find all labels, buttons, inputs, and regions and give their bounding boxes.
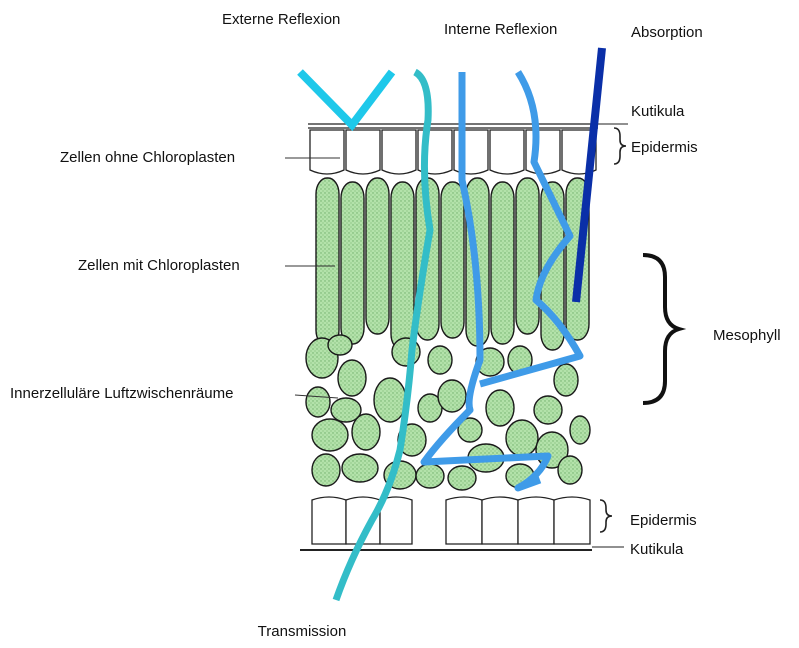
lower-epidermis-cell bbox=[554, 497, 590, 544]
palisade-cell bbox=[491, 182, 514, 344]
epidermis-bottom-brace bbox=[600, 500, 612, 532]
palisade-cell bbox=[441, 182, 464, 338]
upper-epidermis bbox=[310, 130, 596, 174]
label-external-reflection: Externe Reflexion bbox=[222, 11, 340, 29]
spongy-cell bbox=[554, 364, 578, 396]
spongy-cell bbox=[570, 416, 590, 444]
palisade-cell bbox=[516, 178, 539, 334]
spongy-cell bbox=[342, 454, 378, 482]
label-mesophyll: Mesophyll bbox=[713, 327, 781, 345]
spongy-cell bbox=[352, 414, 380, 450]
epidermis-top-brace bbox=[614, 128, 626, 164]
palisade-cell bbox=[391, 182, 414, 350]
epidermis-cell bbox=[346, 130, 380, 174]
label-cuticle-top: Kutikula bbox=[631, 103, 684, 121]
epidermis-cell bbox=[310, 130, 344, 174]
label-epidermis-top: Epidermis bbox=[631, 139, 698, 157]
spongy-cell bbox=[374, 378, 406, 422]
spongy-cell bbox=[448, 466, 476, 490]
spongy-cell bbox=[428, 346, 452, 374]
spongy-mesophyll bbox=[306, 335, 590, 490]
spongy-cell bbox=[486, 390, 514, 426]
epidermis-cell bbox=[382, 130, 416, 174]
spongy-cell bbox=[416, 464, 444, 488]
external-reflection-ray bbox=[300, 72, 392, 125]
label-cells-without-chloroplasts: Zellen ohne Chloroplasten bbox=[60, 149, 235, 167]
label-cuticle-bottom: Kutikula bbox=[630, 541, 683, 559]
label-transmission: Transmission bbox=[258, 623, 347, 641]
spongy-cell bbox=[558, 456, 582, 484]
spongy-cell bbox=[328, 335, 352, 355]
lower-cuticle bbox=[300, 547, 624, 550]
label-absorption: Absorption bbox=[631, 24, 703, 42]
lower-epidermis bbox=[312, 497, 590, 544]
lower-epidermis-cell bbox=[482, 497, 518, 544]
label-epidermis-bottom: Epidermis bbox=[630, 512, 697, 530]
external-reflection-path bbox=[300, 72, 392, 125]
palisade-cell bbox=[316, 178, 339, 346]
epidermis-cell bbox=[490, 130, 524, 174]
mesophyll-brace bbox=[643, 255, 679, 403]
spongy-cell bbox=[338, 360, 366, 396]
label-cells-with-chloroplasts: Zellen mit Chloroplasten bbox=[78, 257, 240, 275]
label-internal-reflection: Interne Reflexion bbox=[444, 21, 557, 39]
spongy-cell bbox=[306, 387, 330, 417]
spongy-cell bbox=[506, 420, 538, 456]
palisade-cell bbox=[366, 178, 389, 334]
spongy-cell bbox=[438, 380, 466, 412]
epidermis-cell bbox=[526, 130, 560, 174]
label-intercellular-air-spaces: Innerzelluläre Luftzwischenräume bbox=[10, 385, 233, 403]
palisade-cell bbox=[341, 182, 364, 344]
spongy-cell bbox=[534, 396, 562, 424]
spongy-cell bbox=[312, 419, 348, 451]
lower-epidermis-cell bbox=[312, 497, 346, 544]
lower-epidermis-cell bbox=[446, 497, 482, 544]
lower-epidermis-cell bbox=[380, 497, 412, 544]
spongy-cell bbox=[312, 454, 340, 486]
lower-epidermis-cell bbox=[518, 497, 554, 544]
